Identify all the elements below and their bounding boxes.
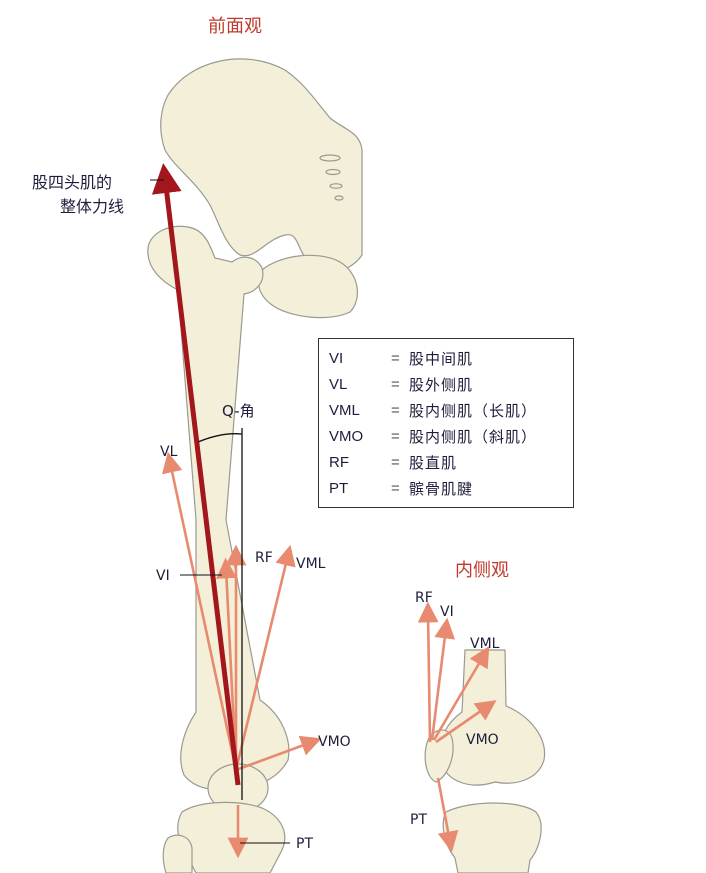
legend-name: 髌骨肌腱 [409, 479, 474, 498]
medial-vi-label: VI [440, 604, 454, 620]
legend-name: 股中间肌 [409, 349, 474, 368]
medial-force-arrows [417, 601, 497, 853]
q-angle-label: Q-角 [222, 402, 255, 420]
legend-abbr: VMO [329, 427, 364, 445]
tibia [162, 801, 286, 873]
legend-equals: = [391, 479, 400, 497]
pelvis [160, 58, 363, 319]
pt-label: PT [296, 836, 313, 852]
vl-label: VL [160, 444, 178, 460]
q-angle-marker [197, 428, 243, 800]
anterior-view-title: 前面观 [208, 16, 262, 37]
total-force-label-1: 股四头肌的 [32, 173, 112, 192]
legend-equals: = [391, 401, 400, 419]
legend-row: VMO = 股内侧肌（斜肌） [329, 423, 573, 449]
vml-arrow [234, 544, 296, 771]
legend-row: RF = 股直肌 [329, 449, 573, 475]
legend-name: 股内侧肌（长肌） [409, 401, 538, 420]
legend-abbr: RF [329, 453, 349, 471]
medial-vml-arrow [432, 646, 490, 741]
legend: VI = 股中间肌 VL = 股外侧肌 VML = 股内侧肌（长肌） VMO =… [318, 338, 574, 508]
legend-row: VML = 股内侧肌（长肌） [329, 397, 573, 423]
legend-name: 股直肌 [409, 453, 458, 472]
vl-arrow [162, 451, 238, 771]
legend-name: 股外侧肌 [409, 375, 474, 394]
rf-label: RF [255, 550, 273, 566]
legend-abbr: VI [329, 349, 344, 367]
legend-abbr: VML [329, 401, 360, 419]
medial-femur [438, 649, 546, 786]
medial-vmo-label: VMO [466, 732, 499, 748]
medial-tibia [442, 802, 542, 873]
legend-equals: = [391, 453, 400, 471]
legend-equals: = [391, 375, 400, 393]
medial-view-title: 内侧观 [455, 560, 509, 581]
medial-rf-arrow [417, 601, 439, 743]
legend-row: VI = 股中间肌 [329, 345, 573, 371]
legend-equals: = [391, 349, 400, 367]
medial-rf-label: RF [415, 590, 433, 606]
legend-row: VL = 股外侧肌 [329, 371, 573, 397]
vml-label: VML [296, 556, 326, 572]
medial-pt-arrow [436, 777, 459, 853]
legend-abbr: VL [329, 375, 348, 393]
vmo-arrow [235, 735, 322, 772]
legend-equals: = [391, 427, 400, 445]
medial-pt-label: PT [410, 812, 427, 828]
medial-vmo-arrow [435, 700, 497, 744]
medial-vml-label: VML [470, 636, 500, 652]
femur [147, 225, 290, 790]
medial-vi-arrow [430, 617, 456, 741]
total-force-label-2: 整体力线 [60, 197, 124, 216]
vi-label: VI [156, 568, 170, 584]
legend-row: PT = 髌骨肌腱 [329, 475, 573, 501]
legend-name: 股内侧肌（斜肌） [409, 427, 538, 446]
total-force-arrow [151, 163, 241, 786]
legend-abbr: PT [329, 479, 349, 497]
vmo-label: VMO [318, 734, 351, 750]
